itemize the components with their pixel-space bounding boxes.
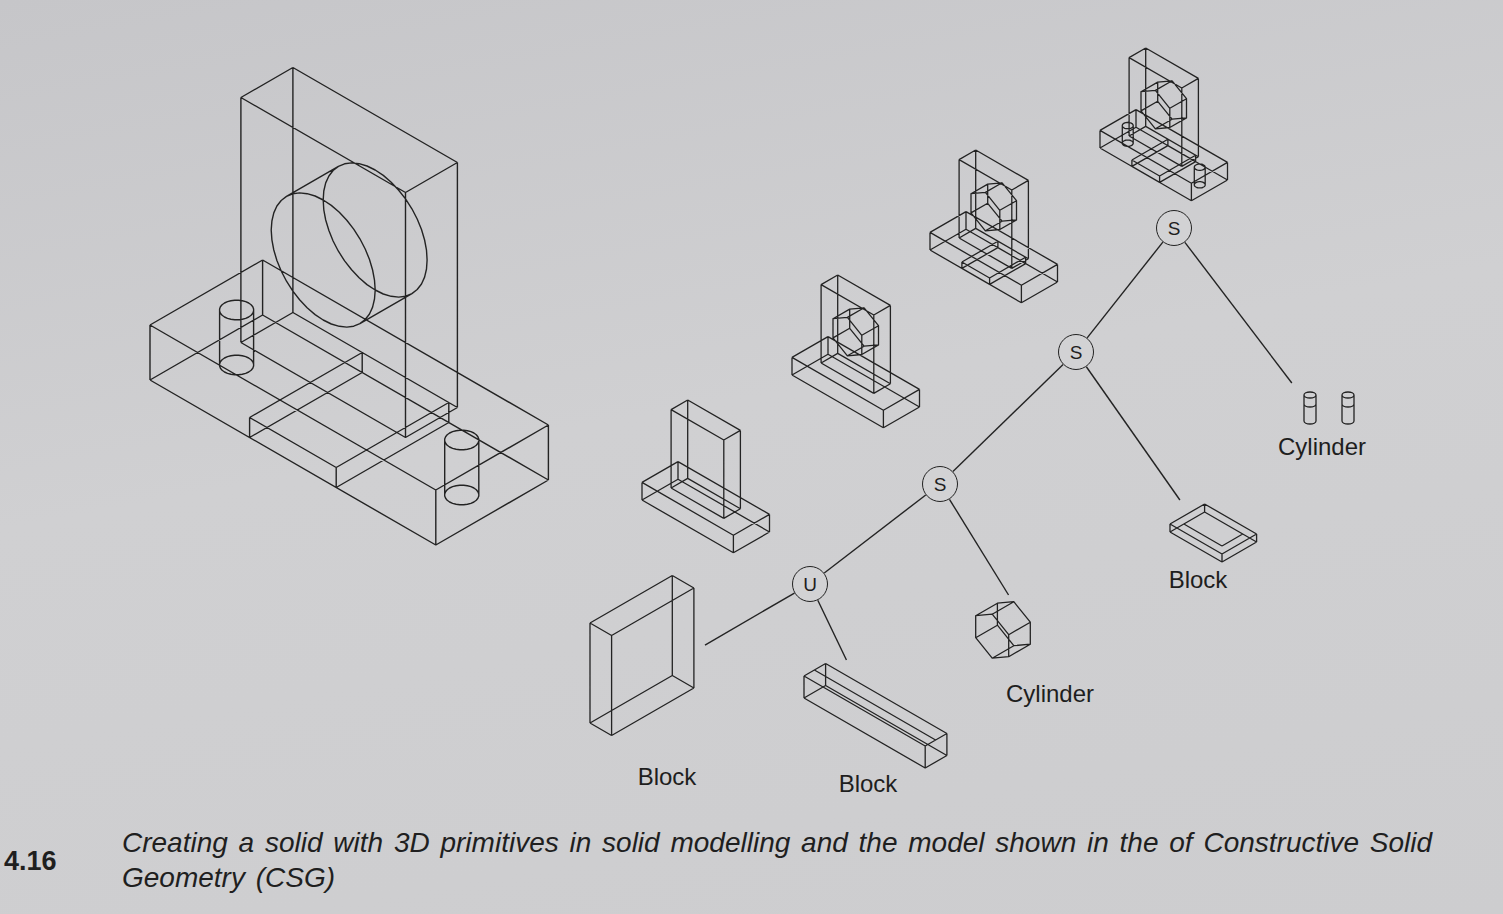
- primitive-wireframe: [1304, 392, 1354, 424]
- subtract-result: [792, 275, 920, 428]
- primitive-node: Cylinder: [975, 595, 1115, 713]
- operation-circle: S: [1058, 334, 1094, 370]
- operator-symbol: S: [934, 475, 947, 494]
- primitive-node: Cylinder: [1262, 383, 1384, 465]
- tree-connector: [1087, 242, 1163, 338]
- tree-connector: [949, 499, 1008, 595]
- primitive-node: Block: [585, 565, 705, 795]
- tree-connector: [953, 365, 1063, 472]
- primitive-wireframe: [976, 602, 1031, 659]
- pillow-block-model: [150, 68, 548, 546]
- operation-circle: U: [792, 566, 828, 602]
- subtract-result: [930, 150, 1058, 303]
- tree-connector: [705, 593, 794, 645]
- operator-symbol: S: [1168, 219, 1181, 238]
- primitive-node: Block: [1160, 500, 1270, 600]
- primitive-label: Cylinder: [1278, 433, 1366, 461]
- tree-connector: [1086, 367, 1180, 500]
- primitive-label: Cylinder: [1006, 680, 1094, 708]
- primitive-label: Block: [839, 770, 898, 798]
- primitive-wireframe: [590, 576, 694, 736]
- primitive-drawing: [585, 565, 705, 795]
- figure-caption: Creating a solid with 3D primitives in s…: [122, 826, 1500, 895]
- primitive-wireframe: [804, 664, 947, 769]
- primitive-label: Block: [1169, 566, 1228, 594]
- union-result: [642, 400, 770, 553]
- figure-number: 4.16: [4, 846, 57, 877]
- primitive-wireframe: [1170, 504, 1257, 562]
- operation-circle: S: [922, 466, 958, 502]
- operation-circle: S: [1156, 210, 1192, 246]
- primitive-node: Block: [800, 660, 960, 800]
- tree-connector: [824, 495, 925, 573]
- final-result: [1100, 48, 1228, 201]
- tree-connector: [1185, 242, 1292, 383]
- operator-symbol: S: [1070, 343, 1083, 362]
- primitive-label: Block: [638, 763, 697, 791]
- tree-connector: [818, 600, 847, 660]
- operator-symbol: U: [803, 575, 817, 594]
